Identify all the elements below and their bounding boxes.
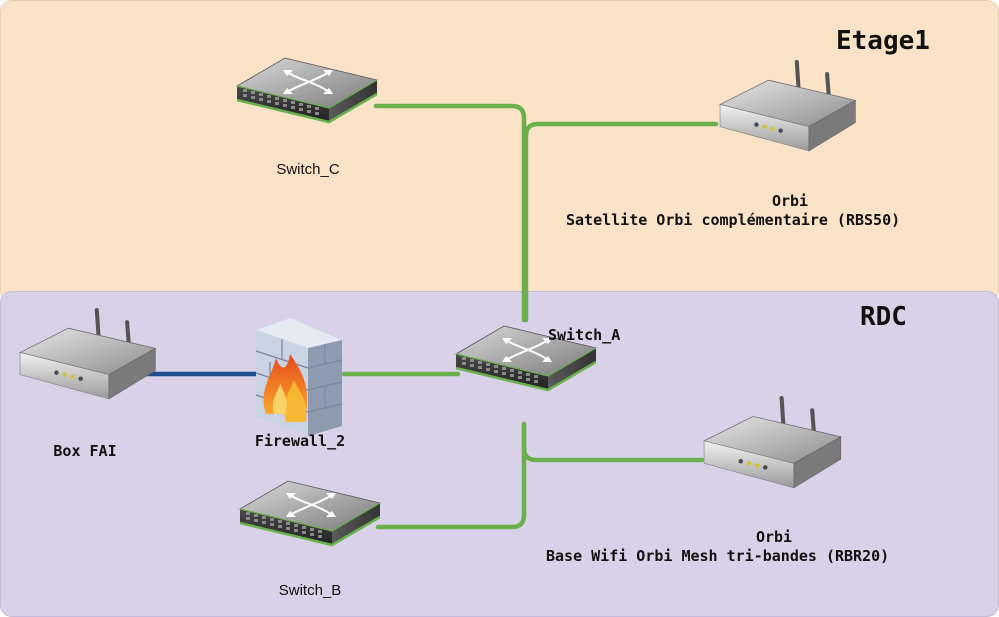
switch-c-network-switch-icon[interactable]: [235, 56, 379, 124]
link-orbi-satellite-switcha: [523, 121, 719, 323]
switch-b-label: Switch_B: [278, 582, 342, 599]
zone-etage1-title: Etage1: [836, 26, 930, 56]
switch-c-label: Switch_C: [276, 161, 340, 178]
link-switcha-switchb: [375, 421, 527, 530]
orbi-base-router-icon[interactable]: [704, 398, 841, 488]
orbi-base-label: Orbi: [755, 528, 793, 546]
zone-etage1: [0, 0, 999, 302]
firewall-2-firewall-icon[interactable]: [255, 318, 343, 436]
orbi-base-sublabel: Base Wifi Orbi Mesh tri-bandes (RBR20): [546, 547, 890, 565]
switch-b-network-switch-icon[interactable]: [238, 479, 382, 547]
orbi-satellite-label: Orbi: [771, 192, 809, 210]
switch-a-label: Switch_A: [548, 326, 621, 344]
zone-rdc-title: RDC: [860, 302, 907, 332]
orbi-satellite-sublabel: Satellite Orbi complémentaire (RBS50): [566, 211, 901, 229]
firewall-2-label: Firewall_2: [254, 432, 346, 450]
link-switchc-switcha: [373, 103, 527, 323]
box-fai-router-icon[interactable]: [20, 310, 155, 399]
orbi-satellite-router-icon[interactable]: [720, 62, 855, 151]
link-switcha-orbi-base: [521, 421, 705, 463]
link-lines: [137, 103, 719, 530]
box-fai-label: Box FAI: [53, 442, 117, 460]
